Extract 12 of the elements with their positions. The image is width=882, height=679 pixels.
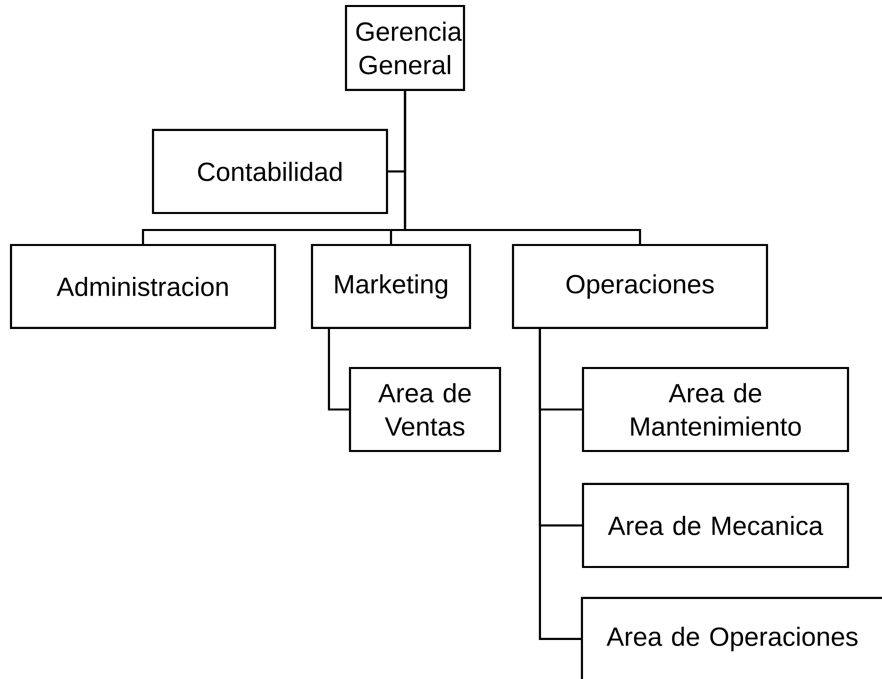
org-box: Contabilidad <box>152 128 388 214</box>
connector-line <box>538 329 582 640</box>
connector-line <box>404 91 642 244</box>
org-box: Operaciones <box>512 244 768 330</box>
org-box: Administracion <box>10 244 276 330</box>
org-box: Area de Ventas <box>348 366 502 452</box>
org-box: Area de Mecanica <box>582 482 850 568</box>
org-box: Marketing <box>310 244 472 330</box>
org-box: Area de Operaciones <box>580 596 882 679</box>
org-box: Gerencia General <box>344 4 466 92</box>
connector-line <box>328 329 349 411</box>
org-box: Area de Mantenimiento <box>582 366 850 452</box>
